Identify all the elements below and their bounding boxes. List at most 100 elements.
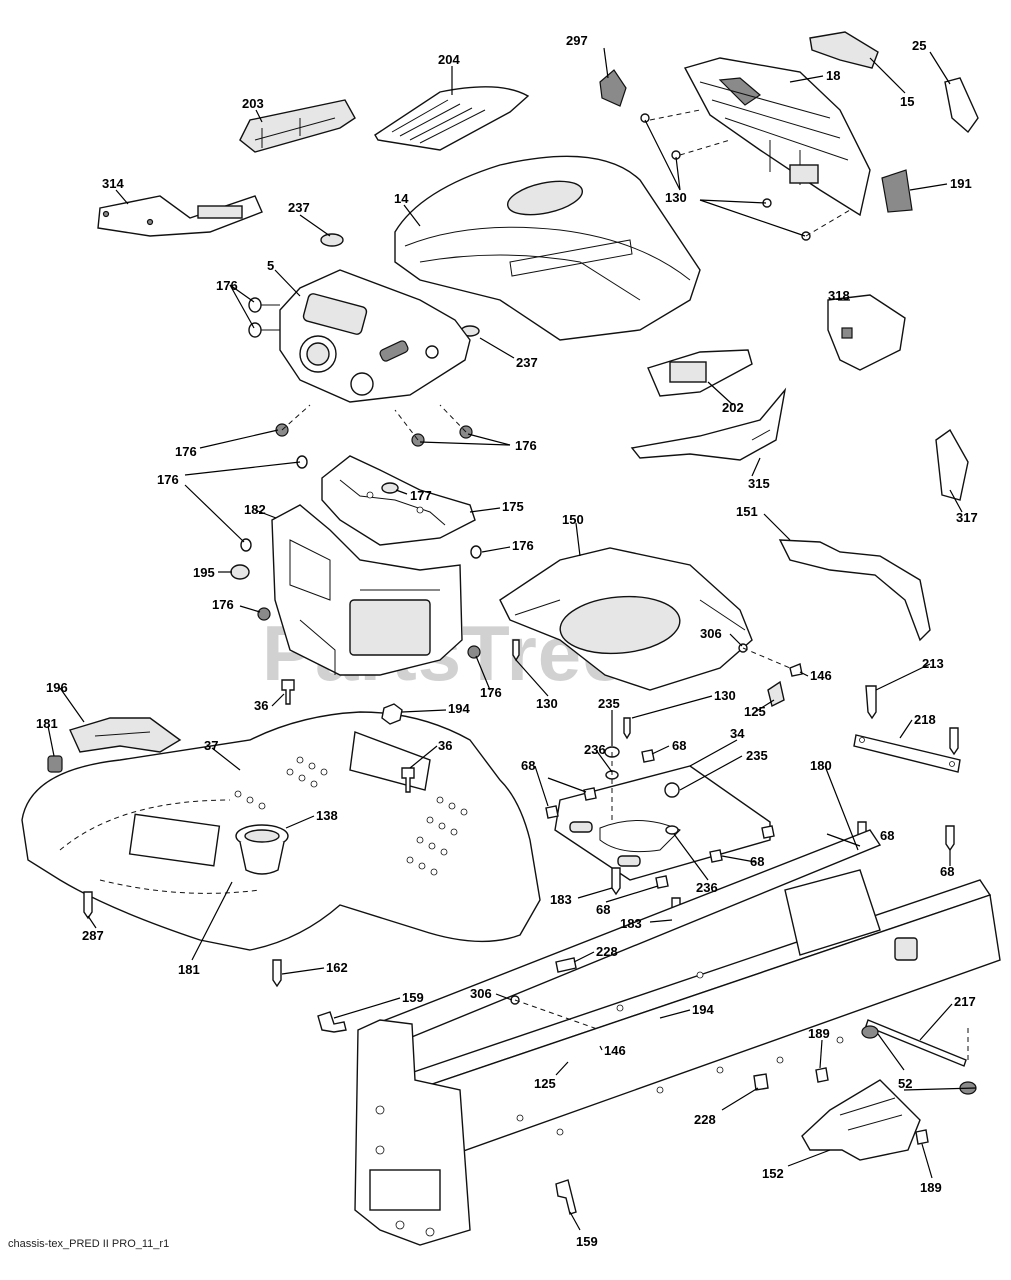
part-152-shield <box>801 1067 929 1161</box>
callout-176-c: 176 <box>515 438 537 453</box>
callout-176-b: 176 <box>175 444 197 459</box>
callout-138: 138 <box>316 808 338 823</box>
callout-labels: 204 297 25 18 203 15 314 237 14 130 191 … <box>36 33 978 1249</box>
part-203-trim <box>239 99 356 153</box>
callout-180: 180 <box>810 758 832 773</box>
part-202-pod <box>647 349 753 397</box>
part-36-bolts <box>281 679 415 793</box>
callout-150: 150 <box>562 512 584 527</box>
part-25-bracket <box>944 77 979 134</box>
callout-68-f: 68 <box>940 864 954 879</box>
callout-14: 14 <box>394 191 409 206</box>
callout-159-b: 159 <box>576 1234 598 1249</box>
part-175-bracket <box>321 455 476 546</box>
part-204-cover <box>374 86 530 151</box>
part-14-body <box>394 155 701 341</box>
callout-237-a: 237 <box>288 200 310 215</box>
callout-204: 204 <box>438 52 460 67</box>
callout-5: 5 <box>267 258 274 273</box>
callout-176-e: 176 <box>512 538 534 553</box>
callout-189-b: 189 <box>920 1180 942 1195</box>
part-315-trim <box>630 387 787 461</box>
callout-162: 162 <box>326 960 348 975</box>
callout-235-b: 235 <box>746 748 768 763</box>
callout-183-a: 183 <box>550 892 572 907</box>
callout-176-d: 176 <box>157 472 179 487</box>
callout-218: 218 <box>914 712 936 727</box>
callout-175: 175 <box>502 499 524 514</box>
leader-lines <box>47 47 977 1231</box>
callout-36-a: 36 <box>254 698 268 713</box>
part-18-hood <box>683 57 871 217</box>
part-228-bolts <box>555 957 769 1091</box>
callout-25: 25 <box>912 38 926 53</box>
callout-130-b: 130 <box>536 696 558 711</box>
callout-181-b: 181 <box>178 962 200 977</box>
callout-235-a: 235 <box>598 696 620 711</box>
callout-152: 152 <box>762 1166 784 1181</box>
callout-68-b: 68 <box>521 758 535 773</box>
callout-159-a: 159 <box>402 990 424 1005</box>
callout-318: 318 <box>828 288 850 303</box>
callout-68-c: 68 <box>880 828 894 843</box>
part-15-lens <box>809 31 879 69</box>
callout-287: 287 <box>82 928 104 943</box>
callout-317: 317 <box>956 510 978 525</box>
part-191-insert <box>881 169 913 213</box>
part-195-plug <box>230 564 250 580</box>
callout-228-a: 228 <box>596 944 618 959</box>
callout-68-d: 68 <box>750 854 764 869</box>
callout-181-a: 181 <box>36 716 58 731</box>
callout-18: 18 <box>826 68 840 83</box>
callout-306-a: 306 <box>700 626 722 641</box>
callout-236-b: 236 <box>696 880 718 895</box>
part-218-bracket <box>853 685 961 773</box>
callout-306-b: 306 <box>470 986 492 1001</box>
callout-68-a: 68 <box>672 738 686 753</box>
callout-36-b: 36 <box>438 738 452 753</box>
callout-176-g: 176 <box>480 685 502 700</box>
part-150-tray <box>499 547 753 691</box>
assembly-lines <box>281 109 851 1031</box>
callout-125-a: 125 <box>744 704 766 719</box>
callout-130-c: 130 <box>714 688 736 703</box>
callout-177: 177 <box>410 488 432 503</box>
callout-202: 202 <box>722 400 744 415</box>
callout-182: 182 <box>244 502 266 517</box>
part-287-162-bolts <box>83 891 282 988</box>
part-235-236-spacer <box>604 746 679 835</box>
callout-130-a: 130 <box>665 190 687 205</box>
part-180-frame <box>354 829 1001 1246</box>
drawing-code: chassis-tex_PRED II PRO_11_r1 <box>8 1238 170 1250</box>
callout-151: 151 <box>736 504 758 519</box>
callout-315: 315 <box>748 476 770 491</box>
callout-314: 314 <box>102 176 124 191</box>
frame-holes <box>375 971 844 1237</box>
callout-125-b: 125 <box>534 1076 556 1091</box>
part-5-dash <box>279 269 471 403</box>
callout-203: 203 <box>242 96 264 111</box>
part-182-housing <box>271 504 463 676</box>
part-196-trim <box>69 717 182 753</box>
callout-146-a: 146 <box>810 668 832 683</box>
part-318-cap <box>827 294 906 371</box>
part-177-clip <box>381 482 399 494</box>
callout-213: 213 <box>922 656 944 671</box>
part-317-bracket <box>935 428 969 501</box>
part-34-plate <box>554 765 771 881</box>
callout-196: 196 <box>46 680 68 695</box>
part-314-panel <box>97 195 263 237</box>
callout-237-b: 237 <box>516 355 538 370</box>
part-297-clip <box>599 69 627 107</box>
callout-146-b: 146 <box>604 1043 626 1058</box>
callout-52: 52 <box>898 1076 912 1091</box>
part-151-bracket <box>778 539 931 642</box>
callout-68-e: 68 <box>596 902 610 917</box>
callout-34: 34 <box>730 726 745 741</box>
callout-236-a: 236 <box>584 742 606 757</box>
floor-vent-holes <box>234 756 468 876</box>
part-138-neck <box>235 824 289 875</box>
callout-194-a: 194 <box>448 701 470 716</box>
callout-217: 217 <box>954 994 976 1009</box>
